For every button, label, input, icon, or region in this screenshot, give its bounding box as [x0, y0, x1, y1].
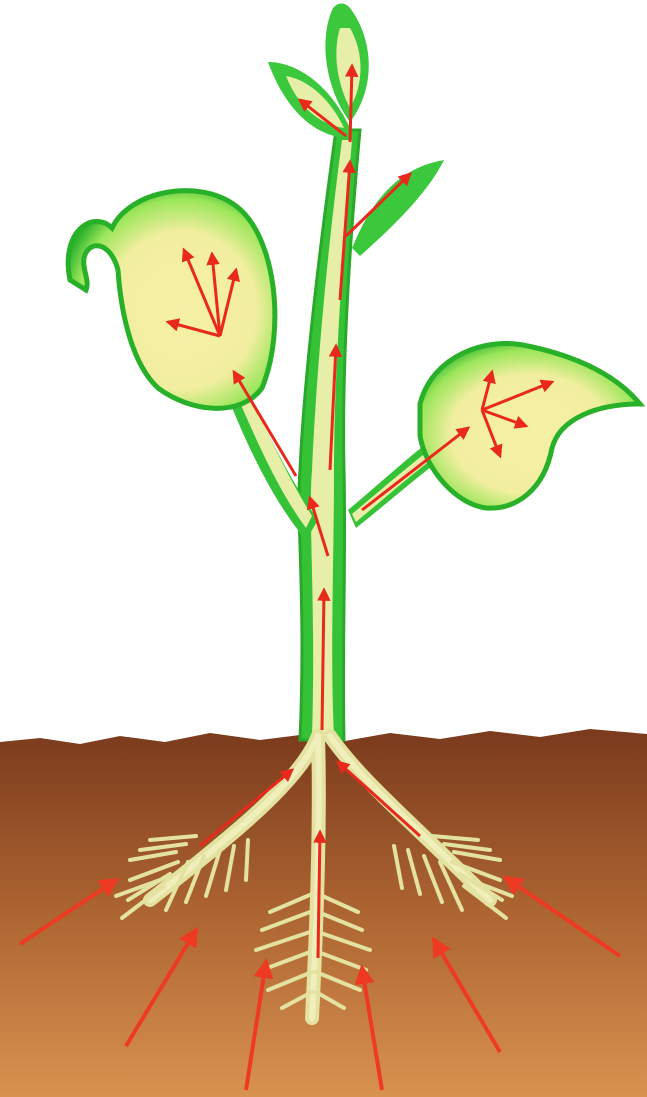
stem — [299, 130, 360, 740]
left-leaf — [68, 191, 318, 540]
right-leaf — [348, 343, 640, 528]
